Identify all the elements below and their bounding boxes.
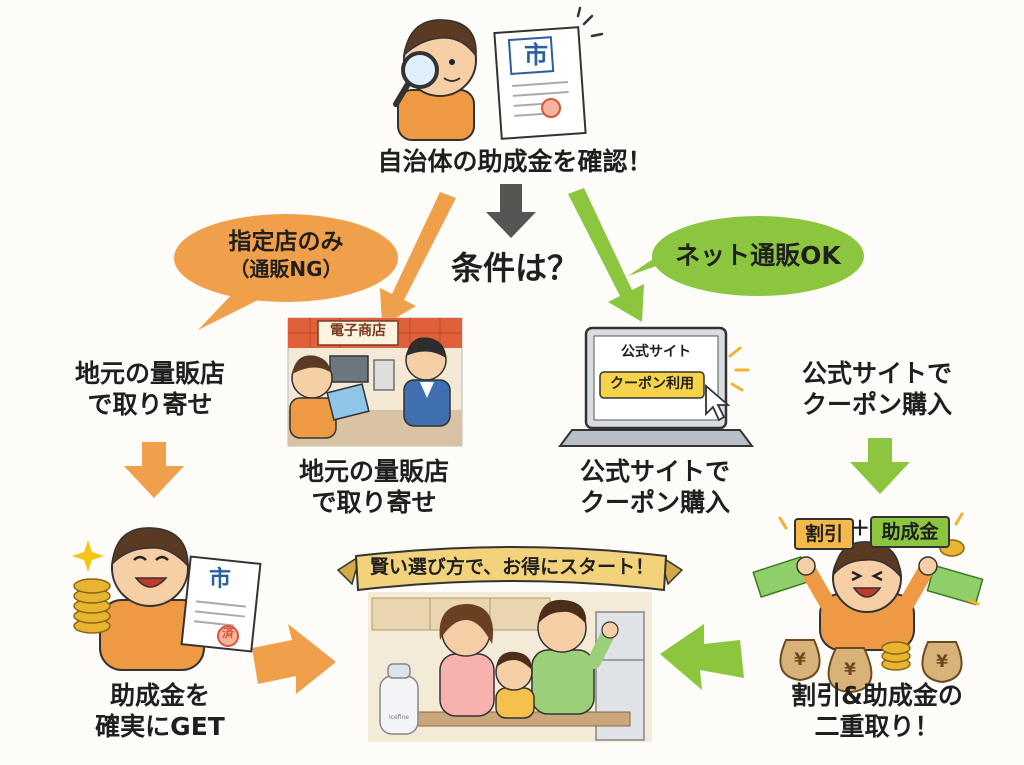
cursor-icon [705,384,731,422]
banner-ribbon [336,546,684,592]
left-result-line1: 助成金を [109,681,210,710]
left-document-mark: 市 [208,567,231,592]
right-step-label: 公式サイトで クーポン購入 [772,358,982,421]
left-document-stamp: 済 [221,626,234,640]
laptop-caption-line2: クーポン購入 [579,488,730,518]
top-document-mark: 市 [524,41,548,69]
bubble-left-line1: 指定店のみ [228,229,344,255]
left-to-family-arrow [252,624,336,694]
laptop-caption: 公式サイトで クーポン購入 [550,456,760,519]
store-caption-line2: で取り寄せ [311,488,437,518]
center-down-arrow [486,184,536,238]
left-step-label: 地元の量販店 で取り寄せ [40,358,260,421]
family-kitchen-scene [368,592,652,742]
left-step-down-arrow [124,442,184,498]
right-to-family-arrow [660,624,744,690]
left-step-line2: で取り寄せ [87,390,213,420]
right-result-label: 割引&助成金の 二重取り！ [762,680,992,743]
right-result-line2: 二重取り！ [814,712,940,742]
right-step-line2: クーポン購入 [801,390,952,420]
bubble-right-text: ネット通販OK [675,241,841,270]
top-man-with-magnifier [393,19,477,141]
store-caption-line1: 地元の量販店 [298,457,449,486]
store-scene [287,317,463,447]
humidifier-brand: Icefine [388,714,410,721]
right-step-line1: 公式サイトで [801,359,952,388]
top-caption: 自治体の助成金を確認！ [377,147,653,176]
tag-plus: ＋ [850,516,870,540]
bubble-right-shape [628,216,864,296]
left-result-line2: 確実にGET [95,712,225,742]
left-result-label: 助成金を 確実にGET [70,680,250,743]
money-bag-icon [779,639,963,694]
store-caption: 地元の量販店 で取り寄せ [264,456,484,519]
bubble-left-line2: （通販NG） [229,256,343,281]
left-diagonal-arrow [380,192,456,326]
laptop-icon [558,326,754,447]
bubble-left-text: 指定店のみ （通販NG） [186,228,386,282]
left-man-with-coins [72,527,262,671]
bag-symbol: ¥ [936,652,948,672]
bag-symbol: ¥ [844,660,856,680]
banner-text: 賢い選び方で、お得にスタート！ [369,556,655,578]
bag-symbol: ¥ [794,650,806,670]
left-step-line1: 地元の量販店 [74,359,225,388]
magnifier-icon [393,51,439,107]
right-man-with-money [752,512,984,694]
sparkle-icon [72,540,104,572]
store-sign: 電子商店 [330,323,386,339]
laptop-screen-title: 公式サイト [621,344,691,360]
laptop-coupon-button: クーポン利用 [610,376,694,392]
tag-subsidy: 助成金 [870,516,950,548]
right-result-line1: 割引&助成金の [791,681,963,710]
right-step-down-arrow [850,438,910,494]
laptop-caption-line1: 公式サイトで [579,457,730,486]
tag-discount: 割引 [794,518,854,550]
humidifier-icon [379,663,419,735]
top-city-document [493,6,604,140]
bubble-left-shape [174,214,398,330]
center-question: 条件は？ [450,249,579,287]
right-diagonal-arrow [568,188,644,322]
coin-stack-icon [73,578,111,634]
